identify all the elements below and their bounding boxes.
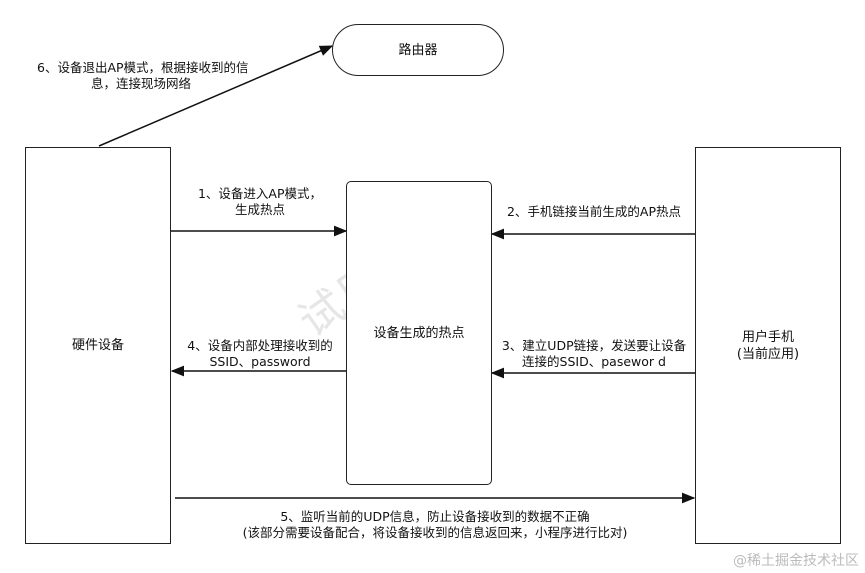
router-node: 路由器: [332, 24, 504, 76]
hardware-device-label: 硬件设备: [71, 338, 124, 353]
step5-label: 5、监听当前的UDP信息，防止设备接收到的数据不正确 (该部分需要设备配合，将设…: [242, 509, 628, 540]
step4-label: 4、设备内部处理接收到的 SSID、password: [187, 338, 333, 369]
router-label: 路由器: [398, 42, 438, 58]
hardware-device-node: 硬件设备: [25, 147, 171, 544]
step1-label: 1、设备进入AP模式， 生成热点: [197, 186, 323, 217]
arrow-step6: [98, 45, 334, 147]
user-phone-node: 用户手机 (当前应用): [695, 147, 841, 544]
hotspot-label: 设备生成的热点: [373, 325, 465, 341]
step6-label: 6、设备退出AP模式，根据接收到的信 息，连接现场网络: [37, 60, 249, 91]
hotspot-node: 设备生成的热点: [346, 181, 492, 485]
source-credit: @稀土掘金技术社区: [733, 553, 859, 569]
user-phone-label: 用户手机 (当前应用): [736, 329, 800, 362]
step3-label: 3、建立UDP链接，发送要让设备 连接的SSID、pasewor d: [501, 338, 687, 369]
step2-label: 2、手机链接当前生成的AP热点: [506, 204, 682, 219]
